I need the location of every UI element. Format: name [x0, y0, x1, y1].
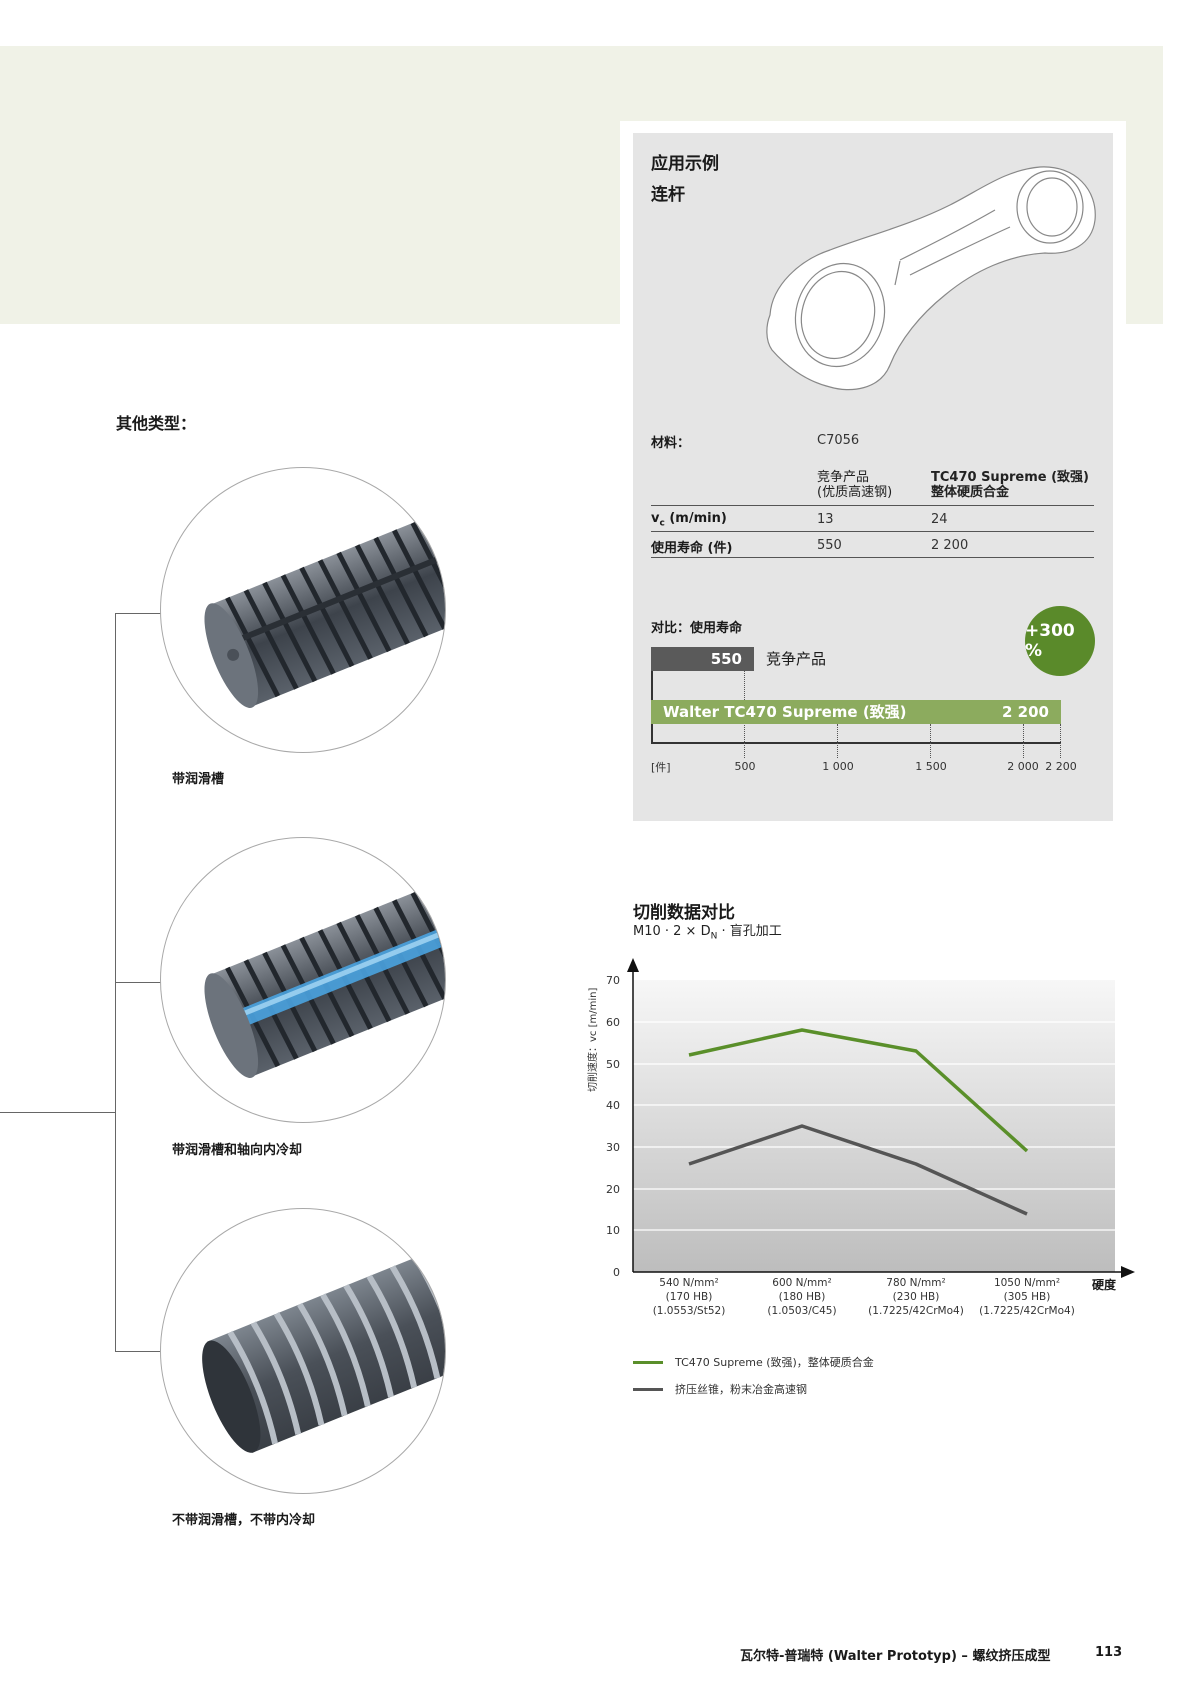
legend-label-hss: 挤压丝锥，粉末冶金高速钢	[675, 1383, 807, 1396]
bracket-branch-3	[115, 1351, 163, 1353]
column-header-walter: TC470 Supreme (致强) 整体硬质合金	[931, 470, 1089, 500]
tick-1000: 1 000	[822, 760, 854, 773]
y-tick-50: 50	[606, 1058, 620, 1071]
tool-image-plain	[160, 1208, 446, 1494]
improvement-badge: +300 %	[1025, 606, 1095, 676]
bar-walter: Walter TC470 Supreme (致强) 2 200	[651, 700, 1061, 724]
column-header-walter-line1: TC470 Supreme (致强)	[931, 470, 1089, 485]
table-cell-life-walter: 2 200	[931, 538, 969, 553]
legend-swatch-gray	[633, 1387, 663, 1391]
thread-former-coolant-icon	[204, 877, 445, 1078]
bar-chart-x-axis	[651, 742, 1061, 744]
table-row-label-tool-life: 使用寿命 (件)	[651, 541, 733, 556]
x-category-540: 540 N/mm²(170 HB)(1.0553/St52)	[652, 1277, 726, 1317]
y-tick-70: 70	[606, 974, 620, 987]
line-chart-y-label: 切削速度：vc [m/min]	[588, 987, 599, 1092]
page-number: 113	[1095, 1645, 1123, 1660]
y-tick-10: 10	[606, 1224, 620, 1237]
cutting-data-subtitle: M10 · 2 × DN · 盲孔加工	[633, 924, 782, 942]
column-header-competitor-line1: 竞争产品	[817, 470, 870, 485]
tick-2000: 2 000	[1007, 760, 1039, 773]
bar-competitor-label: 竞争产品	[766, 650, 827, 668]
gridline-2200	[1060, 724, 1061, 758]
table-rule	[651, 505, 1094, 506]
connecting-rod-image	[766, 166, 1096, 391]
caption-grooves-axial-coolant: 带润滑槽和轴向内冷却	[172, 1143, 303, 1158]
table-cell-life-competitor: 550	[817, 538, 842, 553]
cutting-data-title: 切削数据对比	[633, 903, 735, 923]
legend-label-tc470: TC470 Supreme (致强)，整体硬质合金	[675, 1356, 874, 1369]
bracket-branch-2	[115, 982, 163, 984]
caption-plain: 不带润滑槽，不带内冷却	[172, 1513, 316, 1528]
comparison-label: 对比：使用寿命	[651, 621, 743, 636]
bar-chart-unit: [件]	[651, 761, 671, 774]
tool-image-lubrication-grooves	[160, 467, 446, 753]
other-types-heading: 其他类型：	[116, 414, 197, 433]
material-label: 材料：	[651, 436, 691, 451]
x-axis-label: 硬度	[1092, 1278, 1117, 1292]
legend-swatch-green	[633, 1360, 663, 1364]
legend-item-hss: 挤压丝锥，粉末冶金高速钢	[633, 1381, 807, 1397]
tick-2200: 2 200	[1045, 760, 1077, 773]
thread-former-plain-icon	[202, 1244, 445, 1453]
tool-image-grooves-axial-coolant	[160, 837, 446, 1123]
column-header-competitor-line2: (优质高速钢)	[817, 485, 893, 500]
table-row-label-vc: vc (m/min)	[651, 511, 727, 529]
legend-item-tc470: TC470 Supreme (致强)，整体硬质合金	[633, 1354, 874, 1370]
bar-walter-label: Walter TC470 Supreme (致强)	[663, 703, 907, 721]
application-title: 应用示例	[651, 154, 719, 174]
gridline-1000	[837, 724, 838, 758]
table-rule	[651, 557, 1094, 558]
x-category-1050: 1050 N/mm²(305 HB)(1.7225/42CrMo4)	[979, 1277, 1075, 1317]
bracket-stem	[0, 1112, 115, 1114]
gridline-2000	[1023, 724, 1024, 758]
y-tick-30: 30	[606, 1141, 620, 1154]
x-category-600: 600 N/mm²(180 HB)(1.0503/C45)	[767, 1277, 837, 1317]
table-cell-vc-competitor: 13	[817, 512, 834, 527]
table-rule	[651, 531, 1094, 532]
tick-500: 500	[734, 760, 756, 773]
application-subtitle: 连杆	[651, 185, 685, 205]
tick-1500: 1 500	[915, 760, 947, 773]
cutting-data-line-chart	[627, 958, 1135, 1278]
material-value: C7056	[817, 433, 860, 448]
x-category-780: 780 N/mm²(230 HB)(1.7225/42CrMo4)	[868, 1277, 964, 1317]
y-tick-60: 60	[606, 1016, 620, 1029]
y-tick-0: 0	[613, 1266, 620, 1279]
gridline-1500	[930, 724, 931, 758]
table-cell-vc-walter: 24	[931, 512, 948, 527]
column-header-walter-line2: 整体硬质合金	[931, 485, 1010, 500]
thread-former-grooves-icon	[204, 507, 445, 708]
caption-lubrication-grooves: 带润滑槽	[172, 772, 225, 787]
footer-title: 瓦尔特-普瑞特 (Walter Prototyp) – 螺纹挤压成型	[740, 1649, 1051, 1664]
bar-chart-y-axis	[651, 647, 653, 743]
column-header-competitor: 竞争产品 (优质高速钢)	[817, 470, 892, 500]
bracket-branch-1	[115, 613, 163, 615]
y-tick-40: 40	[606, 1099, 620, 1112]
y-tick-20: 20	[606, 1183, 620, 1196]
bar-walter-value: 2 200	[1002, 703, 1049, 721]
bar-competitor: 550	[651, 647, 754, 671]
